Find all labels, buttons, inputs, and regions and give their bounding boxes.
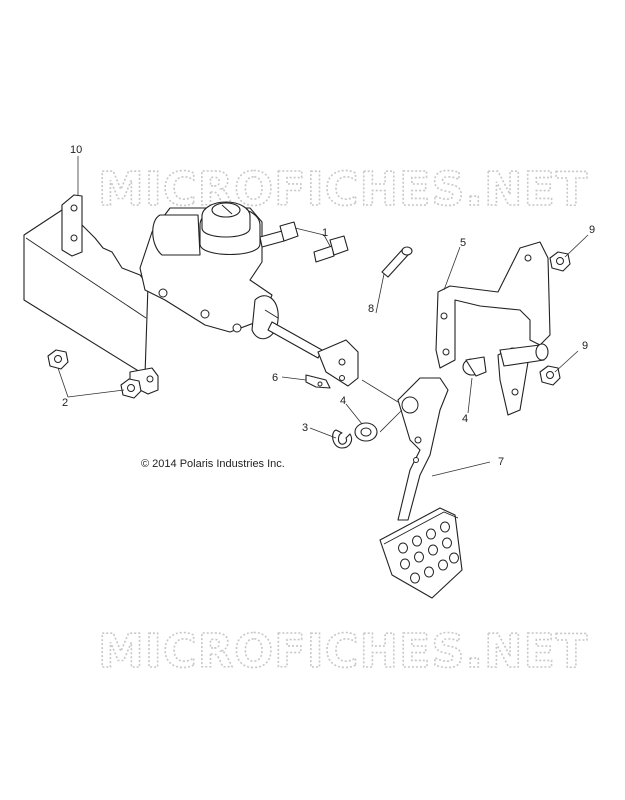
- callout-8: 8: [368, 303, 374, 315]
- leader-1b: [323, 234, 331, 247]
- leader-4b: [467, 377, 473, 414]
- leader-5: [443, 246, 461, 291]
- part-1-bolt-upper: [259, 221, 299, 248]
- part-4-bushing-left: [354, 422, 378, 442]
- callout-9-upper: 9: [589, 224, 595, 236]
- part-3-e-clip: [332, 429, 353, 449]
- part-2-nut-left: [47, 349, 69, 370]
- callout-1: 1: [322, 227, 328, 239]
- callout-4-left: 4: [340, 395, 346, 407]
- leader-8: [375, 273, 385, 314]
- part-5-pedal-bracket: [435, 241, 551, 416]
- leader-3: [309, 427, 337, 439]
- push-rod: [267, 321, 359, 387]
- leader-6: [281, 376, 307, 381]
- part-9-nut-lower: [539, 365, 561, 386]
- master-cylinder: [139, 201, 279, 340]
- part-4-bushing-right: [462, 356, 487, 377]
- callout-2: 2: [62, 397, 68, 409]
- leader-9a: [564, 234, 589, 258]
- pedal-grip-holes: [398, 521, 459, 584]
- leader-9b: [554, 350, 579, 373]
- part-10-shield-bracket: [23, 194, 159, 395]
- leader-7: [431, 461, 491, 477]
- leader-bushing-pin: [379, 409, 403, 433]
- callout-3: 3: [302, 422, 308, 434]
- callout-5: 5: [460, 237, 466, 249]
- callout-4-right: 4: [462, 413, 468, 425]
- part-8-pin: [381, 246, 413, 278]
- callout-10: 10: [70, 144, 82, 156]
- watermark-bottom: MICROFICHES.NET: [98, 624, 588, 678]
- callout-7: 7: [498, 456, 504, 468]
- leader-1a: [294, 227, 325, 236]
- leader-4a: [345, 403, 363, 425]
- leader-2a: [57, 367, 69, 398]
- leader-rod-pin: [361, 379, 399, 403]
- part-6-clip: [305, 374, 331, 389]
- leader-2b: [67, 389, 125, 398]
- part-2-nut-right: [120, 378, 142, 399]
- callout-6: 6: [272, 372, 278, 384]
- leader-lines: [57, 156, 589, 477]
- part-1-bolt-lower: [313, 235, 349, 263]
- part-7-brake-pedal: [379, 377, 463, 599]
- copyright-text: © 2014 Polaris Industries Inc.: [141, 458, 285, 470]
- callout-9-lower: 9: [582, 340, 588, 352]
